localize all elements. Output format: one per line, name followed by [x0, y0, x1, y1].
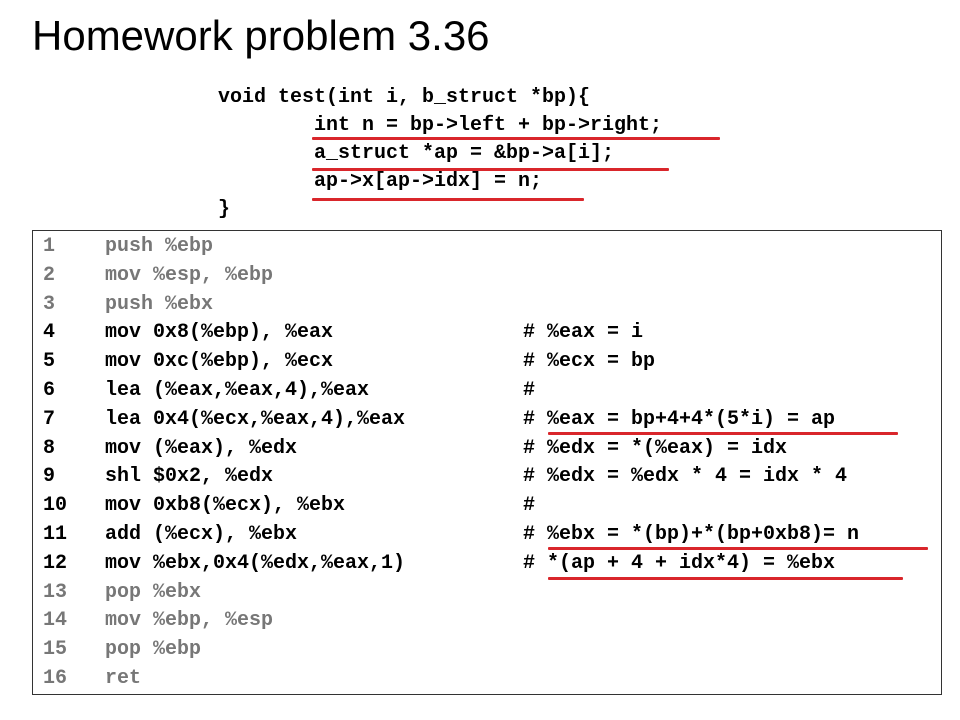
line-number: 4 — [43, 321, 56, 345]
instruction: push %ebx — [105, 292, 214, 316]
c-code-line: void test(int i, b_struct *bp){ — [218, 86, 591, 109]
comment: # %eax = bp+4+4*(5*i) = ap — [523, 407, 836, 431]
line-number: 11 — [43, 523, 68, 546]
instruction: mov 0x8(%ebp), %eax — [105, 321, 334, 345]
instruction: ret — [105, 667, 142, 690]
line-number: 7 — [43, 407, 56, 431]
code-underline — [312, 168, 669, 171]
instruction: shl $0x2, %edx — [105, 465, 274, 489]
line-number: 15 — [43, 638, 68, 662]
comment: # *(ap + 4 + idx*4) = %ebx — [523, 551, 836, 575]
line-number: 2 — [43, 263, 56, 287]
c-code-line: a_struct *ap = &bp->a[i]; — [314, 142, 615, 165]
comment: # %eax = i — [523, 321, 644, 345]
line-number: 12 — [43, 551, 68, 575]
instruction: add (%ecx), %ebx — [105, 523, 298, 546]
instruction: mov %esp, %ebp — [105, 263, 274, 287]
instruction: mov %ebp, %esp — [105, 609, 274, 633]
code-underline — [312, 137, 720, 140]
c-code-line: int n = bp->left + bp->right; — [314, 114, 663, 137]
comment: # %edx = *(%eax) = idx — [523, 436, 788, 460]
instruction: push %ebp — [105, 235, 214, 258]
code-underline — [312, 198, 584, 201]
instruction: mov %ebx,0x4(%edx,%eax,1) — [105, 551, 406, 575]
line-number: 16 — [43, 667, 68, 690]
line-number: 13 — [43, 580, 68, 604]
comment: # — [523, 494, 536, 518]
instruction: pop %ebx — [105, 580, 202, 604]
c-code-line: ap->x[ap->idx] = n; — [314, 170, 543, 193]
instruction: mov 0xb8(%ecx), %ebx — [105, 494, 346, 518]
instruction: mov (%eax), %edx — [105, 436, 298, 460]
comment-underline — [548, 432, 898, 435]
line-number: 8 — [43, 436, 56, 460]
comment: # %ecx = bp — [523, 350, 656, 374]
comment-underline — [548, 547, 928, 550]
instruction: mov 0xc(%ebp), %ecx — [105, 350, 334, 374]
line-number: 9 — [43, 465, 56, 489]
instruction: lea 0x4(%ecx,%eax,4),%eax — [105, 407, 406, 431]
line-number: 14 — [43, 609, 68, 633]
line-number: 1 — [43, 235, 56, 258]
c-code-line: } — [218, 198, 231, 221]
line-number: 10 — [43, 494, 68, 518]
comment-underline — [548, 577, 903, 580]
comment: # — [523, 379, 536, 402]
instruction: pop %ebp — [105, 638, 202, 662]
instruction: lea (%eax,%eax,4),%eax — [105, 379, 370, 402]
comment: # %edx = %edx * 4 = idx * 4 — [523, 465, 848, 489]
slide-title: Homework problem 3.36 — [32, 12, 490, 59]
line-number: 3 — [43, 292, 56, 316]
line-number: 6 — [43, 379, 56, 402]
comment: # %ebx = *(bp)+*(bp+0xb8)= n — [523, 523, 860, 546]
assembly-listing: 1 push %ebp 2 mov %esp, %ebp 3 push %ebx 4 mov … — [32, 230, 942, 695]
line-number: 5 — [43, 350, 56, 374]
